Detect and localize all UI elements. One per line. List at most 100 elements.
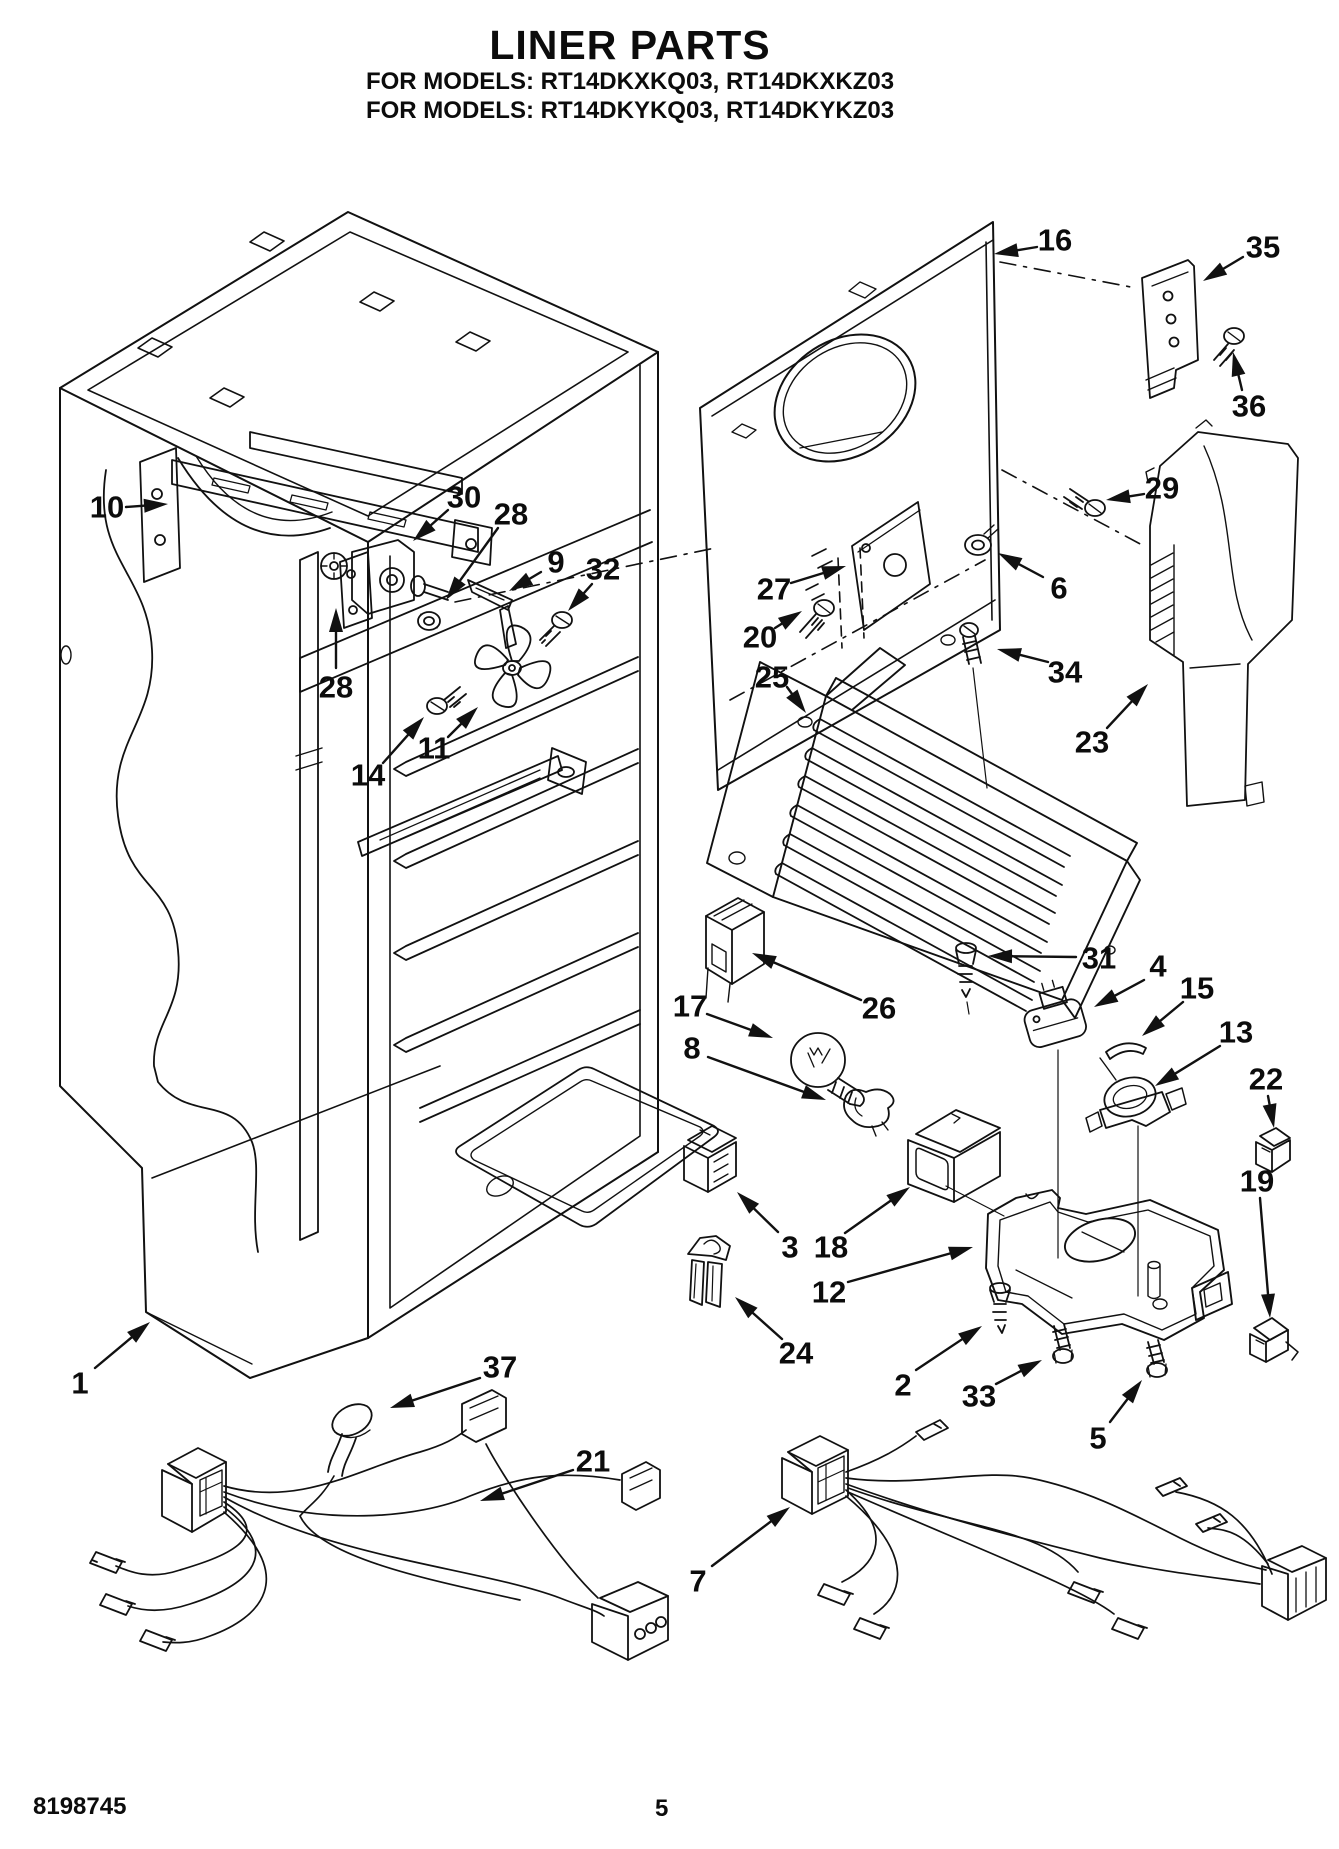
callout-number: 2	[894, 1368, 911, 1403]
callout-number: 37	[483, 1350, 517, 1385]
rear-panel	[699, 221, 1001, 791]
callout-number: 35	[1246, 230, 1280, 265]
callout-number: 20	[743, 620, 777, 655]
callout-number: 21	[576, 1444, 610, 1479]
callout-arrow-line	[381, 733, 410, 765]
callout-arrowhead	[127, 1322, 150, 1343]
callout-arrow-line	[93, 1336, 133, 1370]
models-line-1: FOR MODELS: RT14DKXKQ03, RT14DKXKZ03	[365, 68, 895, 96]
callout-arrowhead	[1094, 989, 1119, 1007]
callout-13: 13	[1155, 1015, 1253, 1086]
callout-arrowhead	[402, 717, 424, 740]
callout-number: 14	[351, 758, 386, 793]
thermostat-plate-27	[851, 501, 931, 631]
callout-arrowhead	[446, 576, 466, 600]
callout-37: 37	[390, 1350, 517, 1408]
callout-arrow-line	[789, 571, 825, 585]
hole-plug-6	[964, 524, 999, 556]
callout-arrow-line	[914, 1338, 964, 1372]
callout-6: 6	[998, 553, 1068, 606]
callout-arrowhead	[390, 1393, 415, 1408]
callout-arrow-line	[751, 1311, 784, 1341]
callout-arrowhead	[786, 689, 806, 713]
callout-14: 14	[351, 717, 424, 793]
callout-31: 31	[988, 941, 1116, 976]
callout-arrowhead	[1142, 1015, 1165, 1036]
callout-33: 33	[962, 1360, 1042, 1414]
callout-number: 33	[962, 1379, 996, 1414]
callout-21: 21	[480, 1444, 610, 1501]
callout-19: 19	[1240, 1164, 1275, 1318]
shield-box-26	[705, 897, 765, 1003]
callout-number: 18	[814, 1230, 848, 1265]
callout-arrow-line	[706, 1055, 805, 1093]
callout-24: 24	[735, 1297, 814, 1371]
callout-28: 28	[446, 497, 528, 600]
callout-30: 30	[413, 480, 481, 541]
callout-arrowhead	[748, 1023, 773, 1038]
wiring-harness-left	[89, 1389, 669, 1661]
callout-arrowhead	[1126, 684, 1148, 707]
callout-arrow-line	[752, 1207, 780, 1234]
callout-number: 17	[673, 989, 707, 1024]
light-bulb	[790, 1032, 865, 1107]
callout-arrow-line	[1222, 255, 1245, 270]
callout-number: 1	[71, 1366, 88, 1401]
callout-arrowhead	[1121, 1380, 1142, 1404]
fan-blade	[474, 624, 552, 708]
alignment-dashline-panel	[999, 261, 1145, 547]
callout-arrow-line	[501, 1468, 575, 1495]
callout-20: 20	[743, 611, 802, 655]
callout-arrowhead	[958, 1326, 982, 1346]
callout-arrowhead	[1231, 352, 1246, 377]
callout-7: 7	[689, 1507, 790, 1599]
page-number: 5	[655, 1795, 669, 1822]
callout-arrowhead	[886, 1187, 910, 1207]
callout-arrow-line	[772, 961, 863, 1002]
callout-arrow-line	[843, 1199, 892, 1235]
callout-22: 22	[1249, 1062, 1283, 1128]
callout-arrow-line	[528, 570, 543, 580]
callout-arrow-line	[429, 508, 450, 527]
callout-arrow-line	[1105, 700, 1133, 730]
screw-34	[959, 622, 988, 789]
clip-19	[1249, 1317, 1299, 1363]
callout-number: 4	[1149, 949, 1167, 984]
callout-23: 23	[1075, 684, 1148, 760]
callout-number: 25	[755, 660, 789, 695]
callout-3: 3	[737, 1192, 799, 1265]
support-bracket-35	[1141, 259, 1199, 399]
callout-arrow-line	[705, 1012, 752, 1031]
callout-number: 9	[547, 545, 564, 580]
callout-arrow-line	[710, 1520, 773, 1568]
callout-arrow-line	[773, 622, 783, 630]
clip-22	[1255, 1127, 1291, 1173]
callout-27: 27	[757, 566, 846, 607]
shelf-channels	[393, 656, 641, 1123]
fan-motor	[339, 539, 449, 629]
callout-arrow-line	[582, 582, 594, 595]
callout-32: 32	[568, 552, 620, 611]
callout-arrow-line	[446, 722, 463, 739]
callout-arrowhead	[777, 611, 802, 630]
push-pin-2	[989, 1282, 1011, 1334]
title-block: LINER PARTS FOR MODELS: RT14DKXKQ03, RT1…	[0, 23, 1260, 126]
callout-10: 10	[90, 490, 168, 525]
callout-number: 27	[757, 572, 791, 607]
motor-grommet-star	[320, 552, 348, 580]
callout-arrow-line	[458, 526, 500, 582]
screw-5	[1146, 1339, 1168, 1378]
callout-arrow-line	[1128, 492, 1146, 498]
liner-cabinet	[59, 211, 719, 1379]
callout-arrow-line	[1017, 563, 1045, 579]
callout-arrowhead	[143, 498, 168, 513]
callout-number: 31	[1082, 941, 1116, 976]
clip-3	[683, 1125, 737, 1193]
cold-control-13	[1085, 1057, 1187, 1133]
callout-arrowhead	[821, 566, 846, 580]
callout-arrowhead	[737, 1192, 760, 1214]
callout-number: 10	[90, 490, 124, 525]
models-line-2: FOR MODELS: RT14DKYKQ03, RT14DKYKZ03	[365, 97, 895, 125]
control-housing	[985, 1189, 1233, 1341]
